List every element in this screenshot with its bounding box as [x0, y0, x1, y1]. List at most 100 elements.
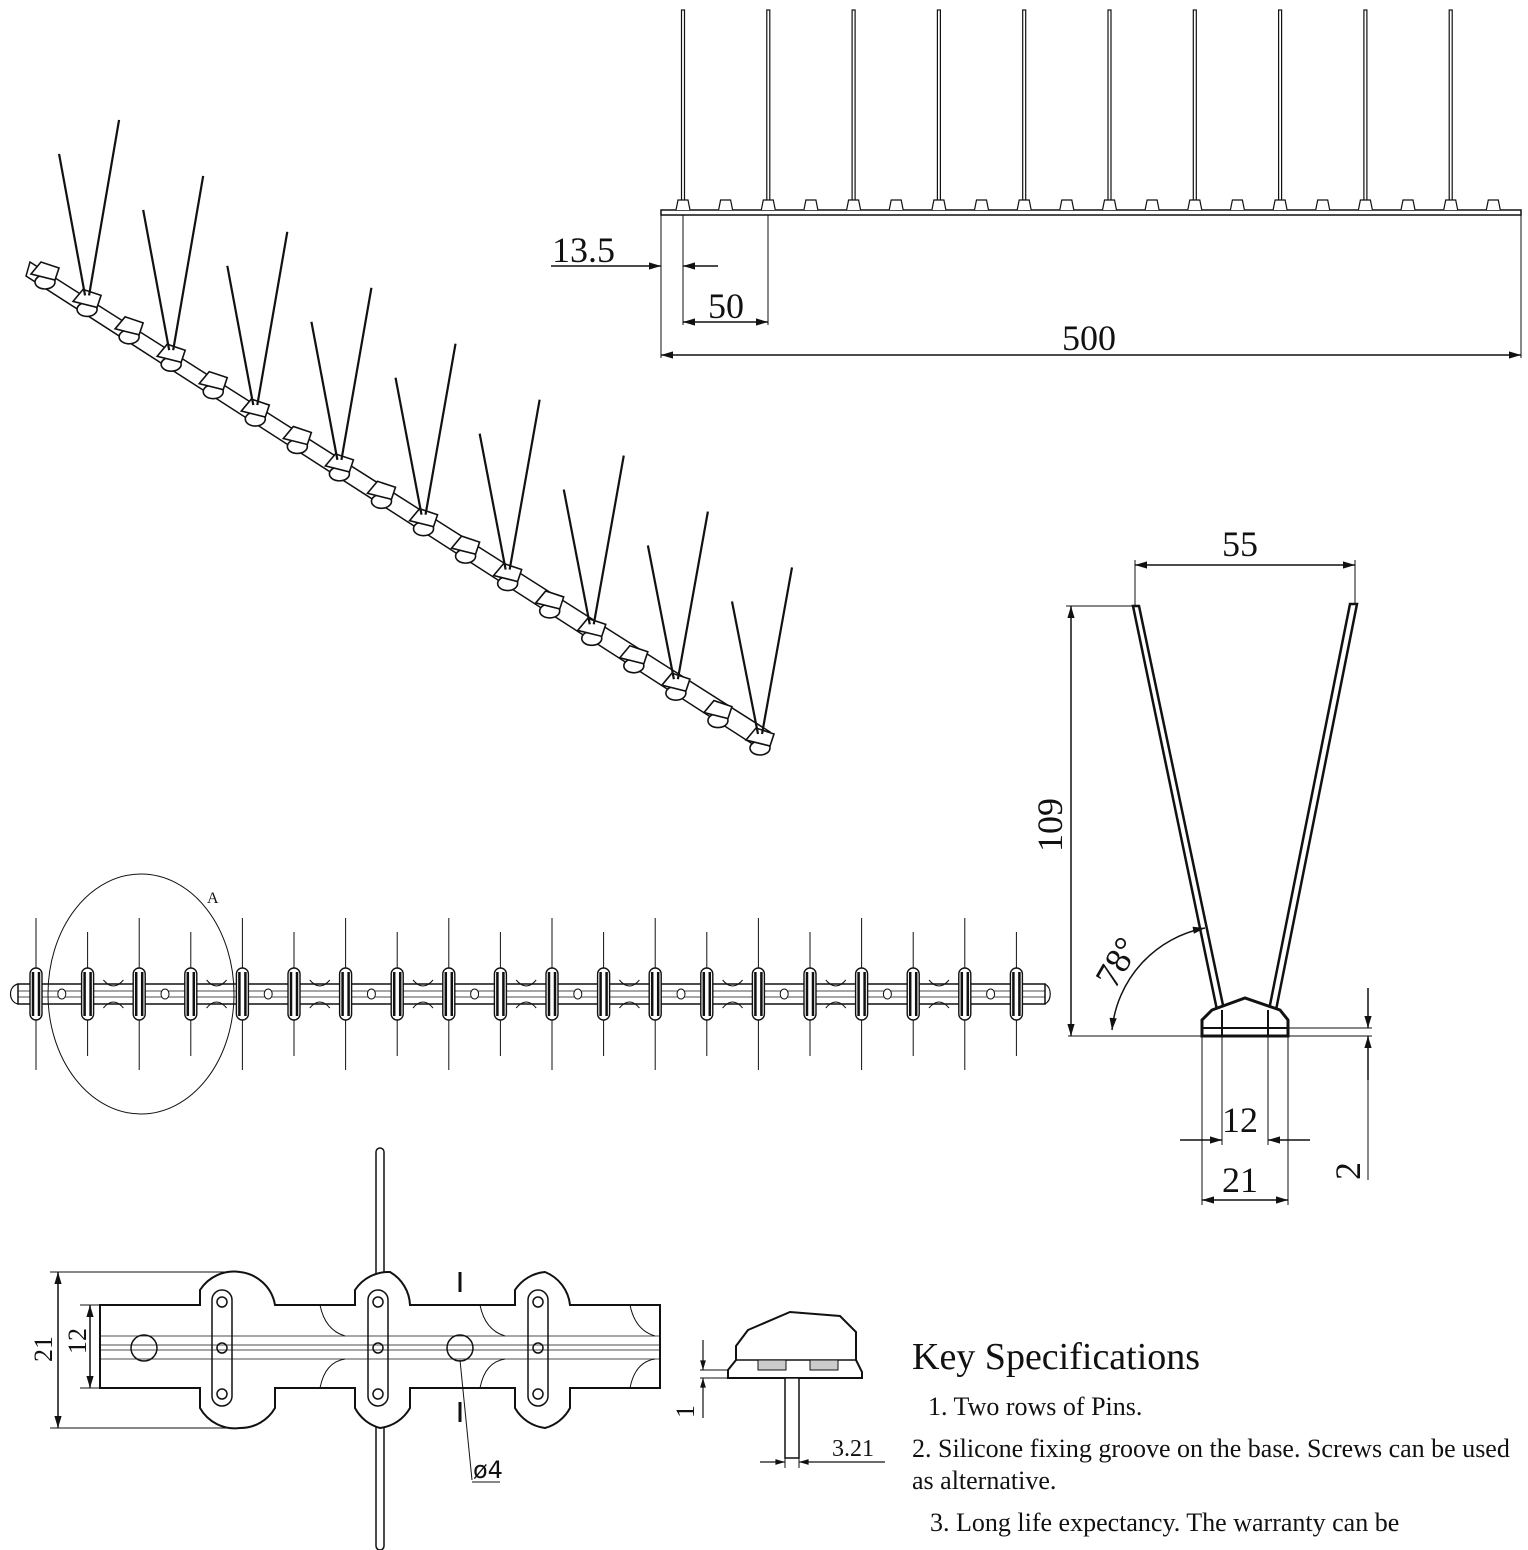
iso-mount-top: [702, 699, 733, 720]
iso-pin: [646, 545, 675, 680]
iso-mount-top: [71, 288, 103, 309]
dim-hole-label: ø4: [473, 1456, 503, 1484]
dim-base-width-label: 21: [29, 1336, 58, 1362]
iso-mount-top: [660, 672, 691, 693]
front-bump: [888, 199, 904, 211]
iso-pin: [592, 455, 625, 625]
front-pin-mount: [846, 199, 862, 211]
iso-pin: [394, 377, 423, 515]
dim-height-label: 109: [1030, 798, 1070, 852]
front-pin: [680, 9, 686, 207]
plan-hole: [882, 988, 892, 1000]
plan-rib: [309, 979, 331, 1009]
iso-mount-top: [113, 315, 145, 336]
dim-offset-label: 13.5: [552, 230, 615, 270]
front-view: [551, 9, 1522, 359]
plan-hole: [160, 988, 170, 1000]
iso-mount-top: [366, 480, 397, 501]
iso-mount-top: [29, 261, 61, 281]
front-pin: [936, 9, 942, 207]
iso-mount-top: [155, 343, 187, 364]
front-pin: [1107, 9, 1112, 207]
front-bump: [803, 199, 819, 211]
dim-total-length-label: 500: [1062, 318, 1116, 358]
plan-hole: [573, 988, 583, 1000]
specs-list: 1. Two rows of Pins. 2. Silicone fixing …: [912, 1391, 1512, 1539]
specs-heading: Key Specifications: [912, 1336, 1201, 1378]
front-pin-mount: [760, 199, 776, 211]
iso-pin: [256, 231, 289, 406]
iso-pin: [87, 119, 121, 296]
iso-pin: [310, 321, 339, 461]
iso-pin: [676, 511, 709, 680]
iso-pin: [730, 601, 760, 735]
iso-pin: [340, 287, 373, 461]
iso-mount-top: [744, 727, 776, 747]
front-pin: [1022, 9, 1027, 207]
plan-rib: [928, 979, 950, 1009]
iso-pin: [562, 489, 591, 625]
plan-hole: [366, 988, 376, 1000]
dim-section-thickness-label: 1: [671, 1405, 700, 1418]
plan-rib: [515, 979, 537, 1009]
plan-hole: [676, 988, 686, 1000]
iso-pin: [424, 343, 457, 515]
front-pin: [1277, 9, 1283, 207]
plan-view: [9, 873, 1051, 1115]
dim-base-inner-width-label: 12: [63, 1328, 92, 1354]
dim-base-outer-label: 21: [1222, 1160, 1258, 1200]
front-pin-mount: [1357, 199, 1373, 211]
iso-mount-top: [450, 535, 481, 556]
iso-mount-top: [281, 425, 313, 446]
front-bump: [1400, 199, 1416, 211]
isometric-view: [25, 119, 794, 756]
plan-hole: [263, 988, 273, 1000]
spec-item: 3. Long life expectancy. The warranty ca…: [930, 1508, 1400, 1537]
plan-rib: [619, 979, 640, 1009]
end-view: [1066, 560, 1372, 1205]
iso-pin: [57, 153, 87, 296]
plan-rib: [722, 979, 743, 1009]
dim-groove-label: 3.21: [832, 1436, 874, 1462]
plan-hole: [57, 988, 67, 1000]
spec-item: 1. Two rows of Pins.: [928, 1392, 1143, 1421]
plan-rib: [206, 979, 227, 1009]
plan-hole: [986, 988, 996, 1000]
iso-pin: [172, 175, 205, 351]
plan-hole: [779, 988, 789, 1000]
front-pin: [766, 9, 771, 207]
front-bump: [1315, 199, 1331, 211]
iso-mount-top: [492, 562, 523, 583]
dim-base-thickness-label: 2: [1328, 1162, 1368, 1180]
iso-pin: [760, 567, 794, 735]
iso-mount-top: [576, 617, 607, 638]
front-pin: [1448, 9, 1453, 207]
section-view: [700, 1310, 885, 1468]
front-pin: [1192, 9, 1197, 207]
plan-rib: [103, 979, 124, 1009]
front-pin-mount: [1443, 199, 1459, 211]
iso-mount-top: [408, 507, 439, 528]
front-pin-mount: [1016, 199, 1032, 211]
dim-angle-label: 78°: [1087, 930, 1147, 994]
plan-rib: [412, 979, 434, 1009]
iso-mount-top: [239, 398, 271, 419]
iso-mount-top: [618, 644, 649, 665]
iso-pin: [226, 265, 255, 406]
iso-pin: [478, 433, 507, 570]
front-bump: [1059, 199, 1075, 211]
dim-pin-spacing-label: 50: [708, 286, 744, 326]
front-pin-mount: [931, 199, 947, 211]
front-bump: [1485, 199, 1501, 211]
front-pin-mount: [675, 199, 691, 211]
front-pin: [1363, 9, 1368, 207]
iso-mount-top: [534, 590, 565, 610]
front-pin: [851, 9, 856, 207]
dim-spread-label: 55: [1222, 524, 1258, 564]
front-pin-mount: [1272, 199, 1288, 211]
iso-pin: [142, 209, 171, 351]
plan-hole: [470, 988, 480, 1000]
spec-item: 2. Silicone fixing groove on the base. S…: [912, 1434, 1510, 1495]
detail-label: A: [207, 890, 219, 907]
